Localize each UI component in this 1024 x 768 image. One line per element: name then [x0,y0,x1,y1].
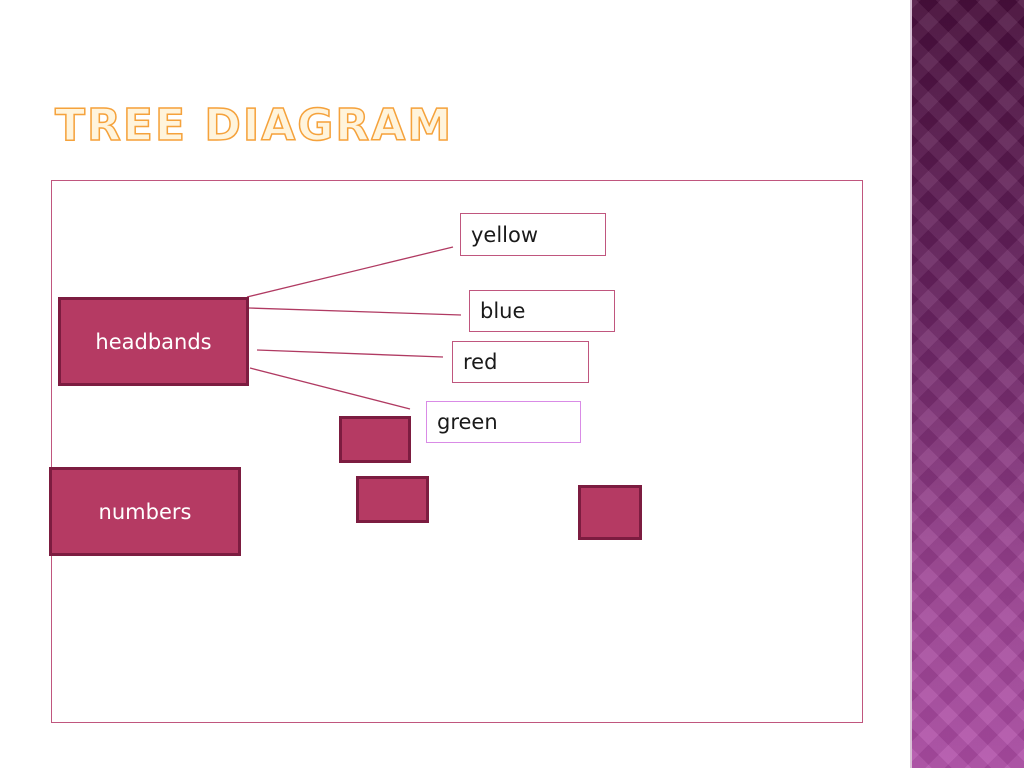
numbers-label: numbers [98,499,192,524]
side-band-edge [910,0,912,768]
green-label: green [437,410,498,434]
yellow-label: yellow [471,222,539,247]
yellow-node[interactable]: yellow [460,213,606,256]
slide-title: Tree diagram [54,99,454,152]
diagram-frame [51,180,863,723]
empty-node-3[interactable] [578,485,642,540]
red-node[interactable]: red [452,341,589,383]
empty-node-1[interactable] [339,416,411,463]
headbands-node[interactable]: headbands [58,297,249,386]
green-node[interactable]: green [426,401,581,443]
headbands-label: headbands [95,329,212,354]
side-decorative-band [912,0,1024,768]
red-label: red [463,350,498,374]
empty-node-2[interactable] [356,476,429,523]
blue-node[interactable]: blue [469,290,615,332]
numbers-node[interactable]: numbers [49,467,241,556]
blue-label: blue [480,299,526,323]
